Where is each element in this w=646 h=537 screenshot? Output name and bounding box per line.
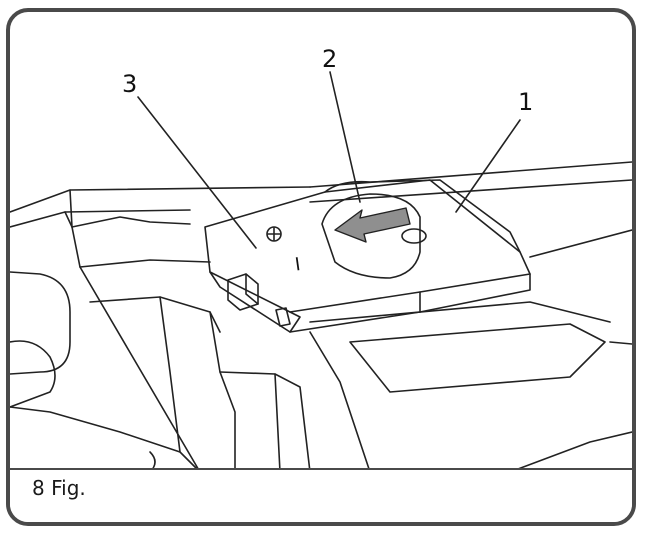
body-outline — [219, 371, 311, 473]
body-outline — [10, 209, 191, 228]
body-outline — [69, 189, 73, 228]
switch-tab — [227, 273, 259, 311]
body-outline — [349, 323, 606, 393]
body-outline — [71, 216, 191, 228]
rotary-dial — [321, 193, 421, 279]
body-outline — [209, 311, 236, 473]
rail-line — [309, 161, 632, 188]
cover-flap — [324, 179, 521, 253]
body-outline — [79, 259, 211, 268]
switch-tab — [245, 273, 259, 305]
body-outline — [89, 296, 221, 333]
callout-1: 1 — [518, 88, 533, 116]
figure-frame: I 1 2 3 — [6, 8, 636, 526]
body-outline — [309, 301, 611, 323]
screw-icon — [266, 226, 282, 242]
switch-mark-on: I — [294, 254, 302, 276]
body-outline — [159, 296, 181, 453]
device-illustration: I 1 2 3 — [10, 45, 632, 473]
caption-area — [10, 468, 632, 522]
switch-housing — [289, 273, 531, 333]
callout-3: 3 — [122, 70, 137, 98]
body-outline — [274, 373, 281, 473]
leader-line-1 — [455, 119, 521, 213]
body-outline — [64, 211, 201, 473]
figure-caption: 8 Fig. — [32, 476, 86, 500]
callout-2: 2 — [322, 45, 337, 73]
body-outline — [10, 406, 201, 473]
body-outline — [10, 186, 311, 213]
leader-line-3 — [137, 96, 257, 249]
body-outline — [509, 431, 632, 473]
leader-line-2 — [329, 71, 361, 203]
body-outline — [10, 340, 56, 408]
rail-line — [529, 229, 632, 258]
body-outline — [10, 271, 71, 375]
off-oval — [401, 228, 427, 244]
body-outline — [609, 341, 632, 345]
arrow-icon — [334, 207, 411, 243]
switch-tab — [275, 307, 291, 327]
body-outline — [309, 331, 371, 473]
